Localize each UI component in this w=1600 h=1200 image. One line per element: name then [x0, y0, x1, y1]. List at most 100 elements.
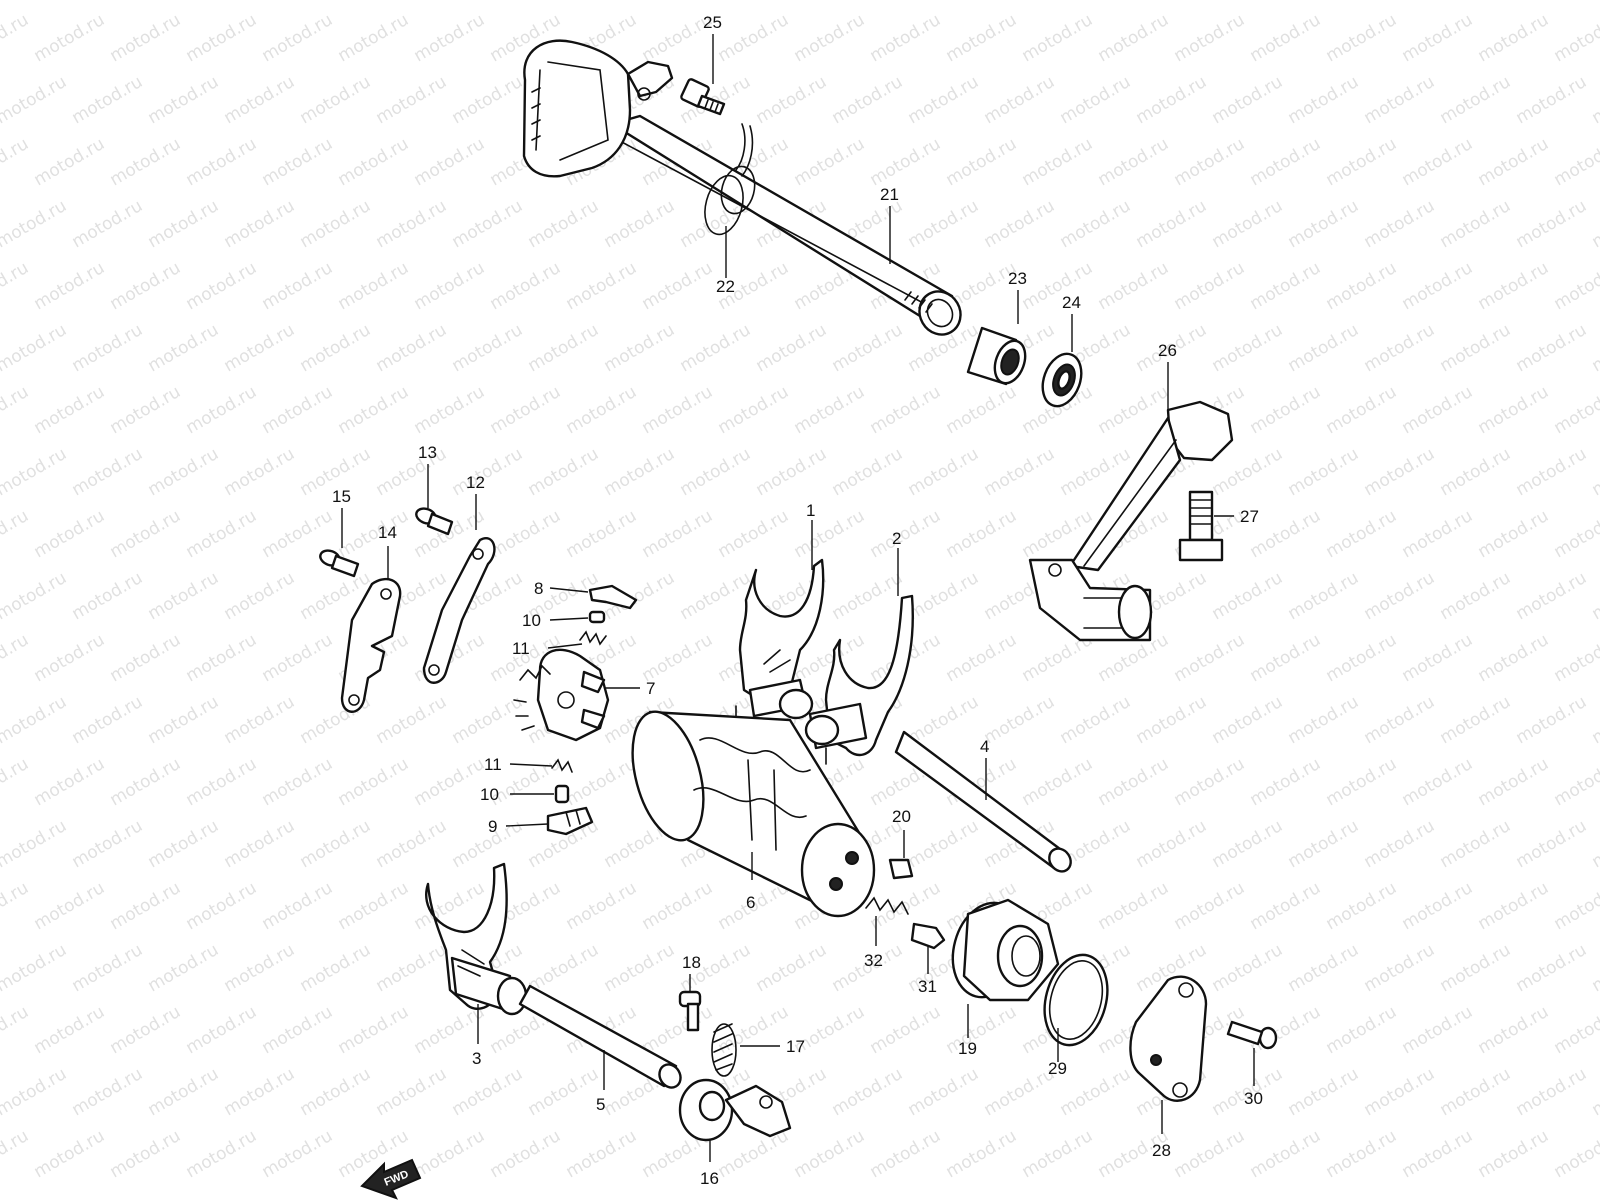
- watermark-text: motod.ru: [1437, 72, 1515, 128]
- part-6-shift-cam-drum: [631, 710, 876, 918]
- watermark-text: motod.ru: [449, 1064, 527, 1120]
- callout-19: 19: [958, 1039, 977, 1058]
- part-22-spring: [704, 123, 756, 236]
- watermark-text: motod.ru: [107, 754, 185, 810]
- watermark-text: motod.ru: [1361, 320, 1439, 376]
- watermark-text: motod.ru: [183, 258, 261, 314]
- watermark-text: motod.ru: [1437, 816, 1515, 872]
- part-5-fork-shaft: [518, 984, 682, 1089]
- watermark-text: motod.ru: [31, 878, 109, 934]
- part-12-cam-stopper-plate: [422, 537, 496, 684]
- watermark-text: motod.ru: [563, 754, 641, 810]
- callout-5: 5: [596, 1095, 605, 1114]
- watermark-text: motod.ru: [1475, 134, 1553, 190]
- watermark-text: motod.ru: [145, 568, 223, 624]
- watermark-text: motod.ru: [183, 10, 261, 66]
- watermark-text: motod.ru: [335, 1002, 413, 1058]
- watermark-text: motod.ru: [69, 0, 147, 4]
- watermark-text: motod.ru: [563, 506, 641, 562]
- watermark-text: motod.ru: [1209, 816, 1287, 872]
- watermark-text: motod.ru: [753, 0, 831, 4]
- watermark-text: motod.ru: [411, 258, 489, 314]
- watermark-text: motod.ru: [69, 816, 147, 872]
- watermark-text: motod.ru: [0, 258, 32, 314]
- callout-2: 2: [892, 529, 901, 548]
- watermark-text: motod.ru: [0, 10, 32, 66]
- watermark-text: motod.ru: [1323, 258, 1401, 314]
- watermark-text: motod.ru: [373, 692, 451, 748]
- watermark-text: motod.ru: [259, 754, 337, 810]
- watermark-text: motod.ru: [791, 382, 869, 438]
- watermark-text: motod.ru: [905, 1064, 983, 1120]
- watermark-text: motod.ru: [1361, 196, 1439, 252]
- watermark-text: motod.ru: [1247, 754, 1325, 810]
- watermark-text: motod.ru: [1323, 878, 1401, 934]
- watermark-text: motod.ru: [411, 382, 489, 438]
- watermark-text: motod.ru: [221, 816, 299, 872]
- watermark-text: motod.ru: [221, 196, 299, 252]
- watermark-text: motod.ru: [1437, 1064, 1515, 1120]
- watermark-text: motod.ru: [791, 1126, 869, 1182]
- part-30-screw: [1226, 1020, 1278, 1050]
- watermark-text: motod.ru: [1513, 568, 1591, 624]
- watermark-text: motod.ru: [525, 320, 603, 376]
- watermark-text: motod.ru: [1057, 72, 1135, 128]
- watermark-text: motod.ru: [1551, 1002, 1600, 1058]
- watermark-text: motod.ru: [297, 196, 375, 252]
- watermark-text: motod.ru: [905, 0, 983, 4]
- watermark-text: motod.ru: [1209, 320, 1287, 376]
- callout-10-upper: 10: [522, 611, 541, 630]
- watermark-text: motod.ru: [487, 382, 565, 438]
- watermark-text: motod.ru: [183, 878, 261, 934]
- watermark-text: motod.ru: [1551, 630, 1600, 686]
- callout-28: 28: [1152, 1141, 1171, 1160]
- watermark-text: motod.ru: [411, 754, 489, 810]
- watermark-text: motod.ru: [0, 754, 32, 810]
- watermark-text: motod.ru: [829, 568, 907, 624]
- watermark-text: motod.ru: [145, 72, 223, 128]
- callout-30: 30: [1244, 1089, 1263, 1108]
- watermark-text: motod.ru: [221, 692, 299, 748]
- watermark-text: motod.ru: [867, 10, 945, 66]
- watermark-text: motod.ru: [1133, 816, 1211, 872]
- watermark-text: motod.ru: [601, 196, 679, 252]
- watermark-text: motod.ru: [1475, 754, 1553, 810]
- callout-32: 32: [864, 951, 883, 970]
- watermark-text: motod.ru: [69, 444, 147, 500]
- watermark-text: motod.ru: [905, 72, 983, 128]
- watermark-text: motod.ru: [0, 506, 32, 562]
- watermark-text: motod.ru: [601, 940, 679, 996]
- watermark-text: motod.ru: [183, 630, 261, 686]
- part-11-spring-upper: [579, 630, 607, 646]
- watermark-text: motod.ru: [1171, 754, 1249, 810]
- watermark-text: motod.ru: [1323, 1002, 1401, 1058]
- watermark-text: motod.ru: [1171, 630, 1249, 686]
- watermark-text: motod.ru: [1285, 444, 1363, 500]
- watermark-text: motod.ru: [373, 0, 451, 4]
- watermark-text: motod.ru: [107, 506, 185, 562]
- watermark-text: motod.ru: [905, 444, 983, 500]
- watermark-text: motod.ru: [867, 506, 945, 562]
- watermark-text: motod.ru: [981, 444, 1059, 500]
- watermark-text: motod.ru: [829, 72, 907, 128]
- part-29-o-ring: [1043, 953, 1109, 1047]
- watermark-text: motod.ru: [145, 1064, 223, 1120]
- watermark-text: motod.ru: [981, 72, 1059, 128]
- watermark-text: motod.ru: [1285, 0, 1363, 4]
- watermark-text: motod.ru: [829, 444, 907, 500]
- watermark-text: motod.ru: [1513, 692, 1591, 748]
- watermark-text: motod.ru: [487, 506, 565, 562]
- watermark-text: motod.ru: [943, 630, 1021, 686]
- part-3-shift-fork: [425, 862, 528, 1016]
- watermark-text: motod.ru: [1133, 0, 1211, 4]
- watermark-text: motod.ru: [525, 444, 603, 500]
- watermark-text: motod.ru: [1399, 878, 1477, 934]
- watermark-text: motod.ru: [1057, 692, 1135, 748]
- watermark-text: motod.ru: [1323, 630, 1401, 686]
- watermark-text: motod.ru: [639, 382, 717, 438]
- watermark-text: motod.ru: [1323, 1126, 1401, 1182]
- part-8-pawl: [588, 584, 638, 610]
- watermark-text: motod.ru: [373, 320, 451, 376]
- watermark-text: motod.ru: [1285, 196, 1363, 252]
- watermark-text: motod.ru: [411, 134, 489, 190]
